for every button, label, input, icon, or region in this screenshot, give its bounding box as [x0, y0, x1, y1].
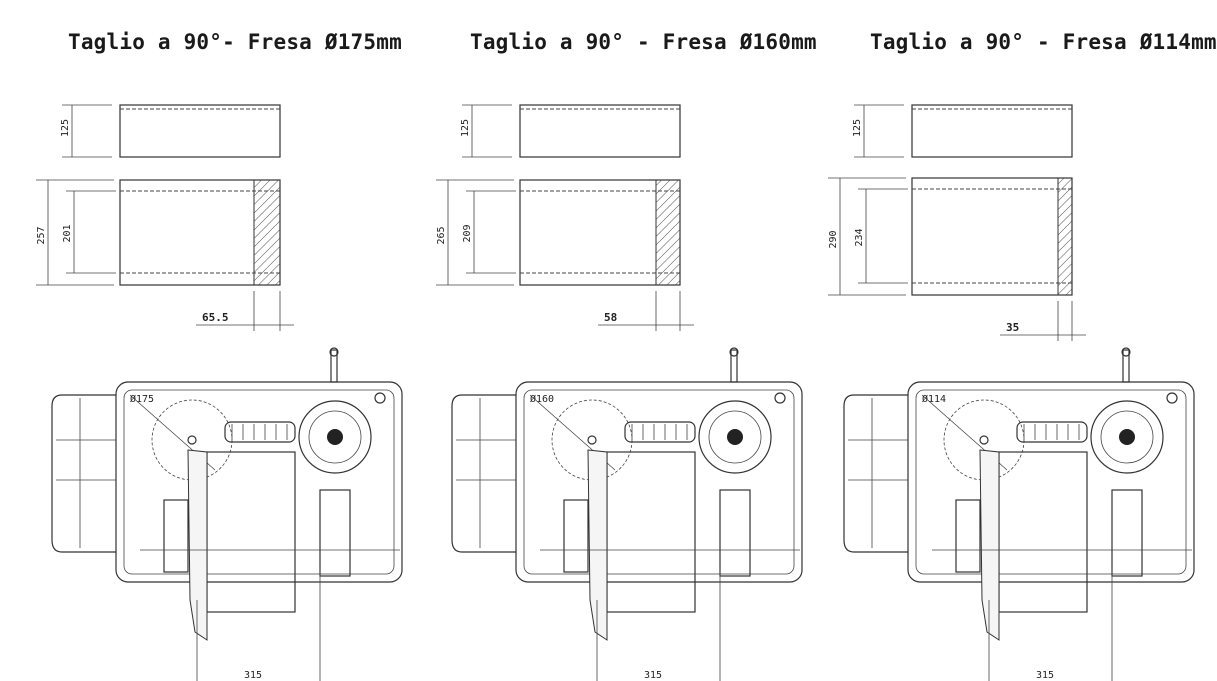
dim-top-label: 125	[460, 119, 471, 137]
cut-hatch	[253, 179, 281, 286]
panel-2-title: Taglio a 90° - Fresa Ø160mm	[470, 30, 817, 54]
dim-offset-label: 65.5	[202, 311, 229, 324]
cut-hatch	[1057, 177, 1073, 296]
top-section-rect	[911, 104, 1073, 158]
gear-rack	[624, 421, 696, 443]
dim-inner-label: 201	[62, 224, 73, 242]
machine-drawing: Ø114	[843, 347, 1195, 641]
machine-body	[515, 381, 803, 583]
dim-offset-label: 58	[604, 311, 617, 324]
workpiece	[206, 451, 296, 613]
right-clamp	[719, 489, 751, 577]
machine-body	[115, 381, 403, 583]
dim-bottom-label: 315	[644, 670, 662, 681]
dim-outer-label: 265	[436, 226, 447, 244]
dim-top-label: 125	[60, 119, 71, 137]
machine-drawing: Ø175	[51, 347, 403, 641]
motor-circle	[298, 400, 372, 474]
main-section-rect	[911, 177, 1073, 296]
blade-guard	[587, 449, 608, 641]
blade-guard	[187, 449, 208, 641]
left-clamp	[163, 499, 189, 573]
blade-diameter-label: Ø160	[530, 393, 554, 405]
blade-center	[979, 435, 989, 445]
top-section-rect	[519, 104, 681, 158]
gear-rack	[1016, 421, 1088, 443]
motor-circle	[1090, 400, 1164, 474]
machine-drawing: Ø160	[451, 347, 803, 641]
right-clamp	[319, 489, 351, 577]
dim-inner-label: 234	[854, 228, 865, 246]
blade-diameter-label: Ø114	[922, 393, 946, 405]
motor-housing	[451, 394, 516, 553]
workpiece	[606, 451, 696, 613]
lever-rod	[330, 349, 338, 383]
left-clamp	[955, 499, 981, 573]
workpiece	[998, 451, 1088, 613]
panel-1-title: Taglio a 90°- Fresa Ø175mm	[68, 30, 402, 54]
blade-guard	[979, 449, 1000, 641]
dim-outer-label: 257	[36, 226, 47, 244]
motor-housing	[843, 394, 908, 553]
cut-hatch	[655, 179, 681, 286]
lever-rod	[1122, 349, 1130, 383]
dim-top-label: 125	[852, 119, 863, 137]
left-clamp	[563, 499, 589, 573]
lever-rod	[730, 349, 738, 383]
motor-circle	[698, 400, 772, 474]
top-section-rect	[119, 104, 281, 158]
dim-inner-label: 209	[462, 224, 473, 242]
blade-center	[587, 435, 597, 445]
machine-body	[907, 381, 1195, 583]
gear-rack	[224, 421, 296, 443]
blade-diameter-label: Ø175	[130, 393, 154, 405]
dim-offset-label: 35	[1006, 321, 1019, 334]
panel-3-title: Taglio a 90° - Fresa Ø114mm	[870, 30, 1217, 54]
dim-outer-label: 290	[828, 230, 839, 248]
blade-center	[187, 435, 197, 445]
dim-bottom-label: 315	[1036, 670, 1054, 681]
right-clamp	[1111, 489, 1143, 577]
dim-bottom-label: 315	[244, 670, 262, 681]
motor-housing	[51, 394, 116, 553]
